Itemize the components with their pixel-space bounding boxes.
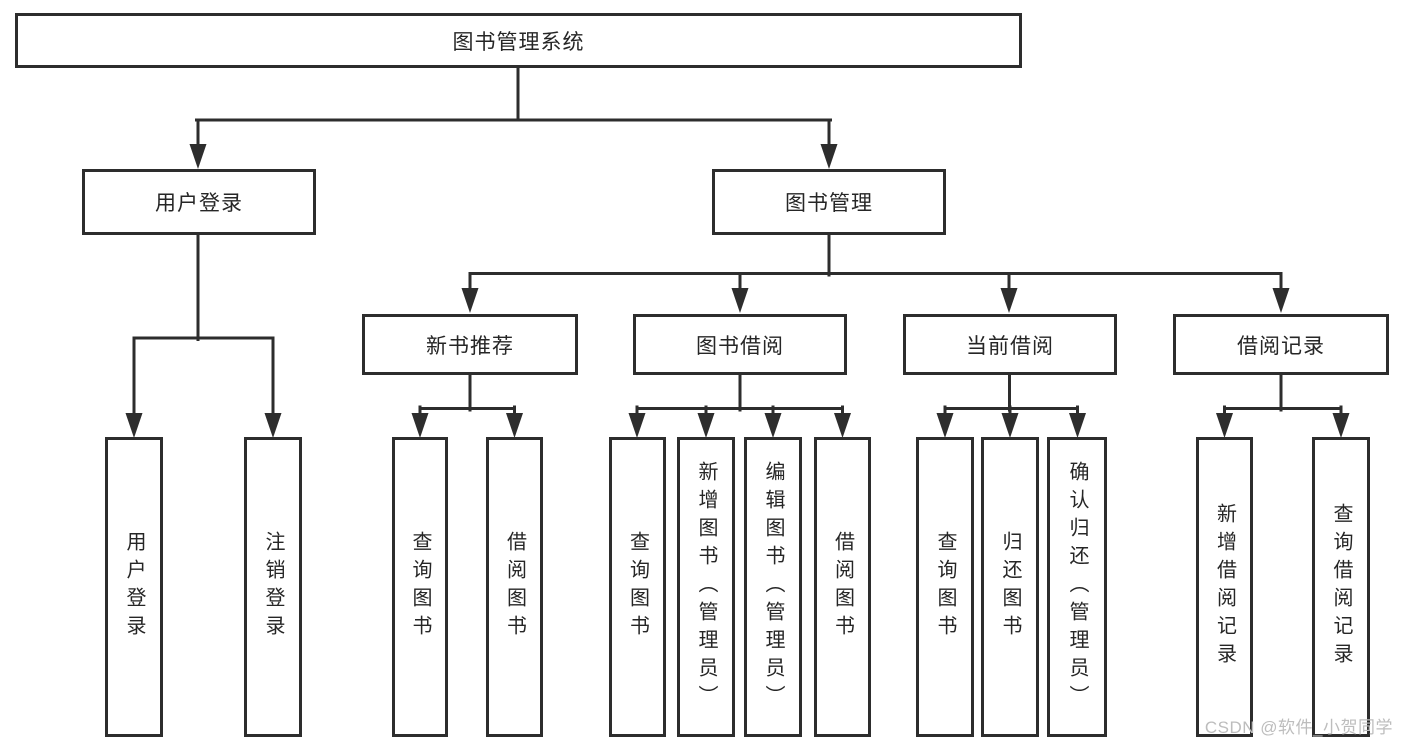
arrowhead	[820, 144, 838, 169]
csdn-watermark: CSDN @软件_小贺同学	[1204, 718, 1393, 737]
node-borrowing-records: 借阅记录	[1173, 314, 1389, 375]
arrowhead	[125, 413, 143, 438]
arrowhead	[1069, 413, 1086, 438]
arrowhead	[764, 413, 782, 438]
leaf-bb-query-books: 查询图书	[609, 437, 666, 737]
arrowhead	[936, 413, 954, 438]
arrowhead	[461, 288, 479, 313]
node-library-management-system: 图书管理系统	[15, 13, 1022, 68]
node-new-book-recommend: 新书推荐	[362, 314, 578, 375]
arrowhead	[264, 413, 282, 438]
arrowhead	[189, 144, 207, 169]
leaf-br-query-borrow-record: 查询借阅记录	[1312, 437, 1370, 737]
arrowhead	[411, 413, 429, 438]
arrowhead	[1001, 413, 1019, 438]
arrowhead	[506, 413, 523, 438]
node-book-management: 图书管理	[712, 169, 946, 235]
leaf-bb-add-books-admin: 新增图书（管理员）	[677, 437, 735, 737]
arrowhead	[628, 413, 646, 438]
leaf-bb-edit-books-admin: 编辑图书（管理员）	[744, 437, 802, 737]
arrowhead	[1332, 413, 1350, 438]
leaf-cb-query-books: 查询图书	[916, 437, 974, 737]
node-book-borrowing: 图书借阅	[633, 314, 847, 375]
leaf-rec-query-books: 查询图书	[392, 437, 448, 737]
node-user-login: 用户登录	[82, 169, 316, 235]
leaf-bb-borrow-books: 借阅图书	[814, 437, 871, 737]
arrowhead	[1000, 288, 1018, 313]
leaf-br-add-borrow-record: 新增借阅记录	[1196, 437, 1253, 737]
arrowhead	[1216, 413, 1233, 438]
arrowhead	[1272, 288, 1290, 313]
connector-path	[132, 66, 1343, 420]
leaf-user-login: 用户登录	[105, 437, 163, 737]
node-current-borrowing: 当前借阅	[903, 314, 1117, 375]
leaf-rec-borrow-books: 借阅图书	[486, 437, 543, 737]
arrowhead	[834, 413, 851, 438]
leaf-cb-confirm-return-admin: 确认归还（管理员）	[1047, 437, 1107, 737]
leaf-cb-return-books: 归还图书	[981, 437, 1039, 737]
arrowhead	[731, 288, 749, 313]
leaf-logout: 注销登录	[244, 437, 302, 737]
arrowhead	[697, 413, 715, 438]
